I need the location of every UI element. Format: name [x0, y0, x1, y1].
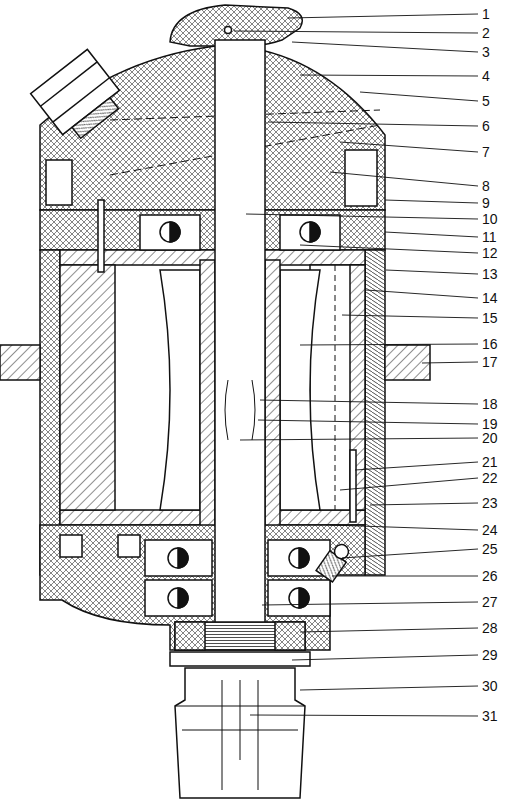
- callout-number: 30: [481, 679, 499, 693]
- callout-number: 13: [481, 267, 499, 281]
- callout-number: 8: [481, 179, 491, 193]
- callout-number: 1: [481, 7, 491, 21]
- callout-number: 10: [481, 212, 499, 226]
- callout-number: 5: [481, 94, 491, 108]
- callout-number: 12: [481, 246, 499, 260]
- callout-number: 2: [481, 26, 491, 40]
- callout-number: 14: [481, 291, 499, 305]
- callout-number: 3: [481, 45, 491, 59]
- callout-number: 17: [481, 355, 499, 369]
- callout-number: 11: [481, 230, 498, 244]
- callout-number: 20: [481, 431, 499, 445]
- callout-number: 15: [481, 311, 499, 325]
- callout-number: 21: [481, 455, 499, 469]
- callout-number: 9: [481, 196, 491, 210]
- callout-number: 23: [481, 496, 499, 510]
- callout-number: 18: [481, 397, 499, 411]
- leader-lines: [234, 14, 478, 716]
- callout-number: 25: [481, 542, 499, 556]
- callout-number: 19: [481, 417, 499, 431]
- callout-number: 16: [481, 337, 499, 351]
- callout-number: 24: [481, 523, 499, 537]
- callout-number: 28: [481, 621, 499, 635]
- callout-number: 27: [481, 595, 499, 609]
- callout-number: 29: [481, 648, 499, 662]
- callout-number: 4: [481, 69, 491, 83]
- callout-number: 26: [481, 569, 499, 583]
- callout-number: 6: [481, 119, 491, 133]
- callout-number: 31: [481, 709, 499, 723]
- callout-number: 7: [481, 145, 491, 159]
- callout-number: 22: [481, 471, 499, 485]
